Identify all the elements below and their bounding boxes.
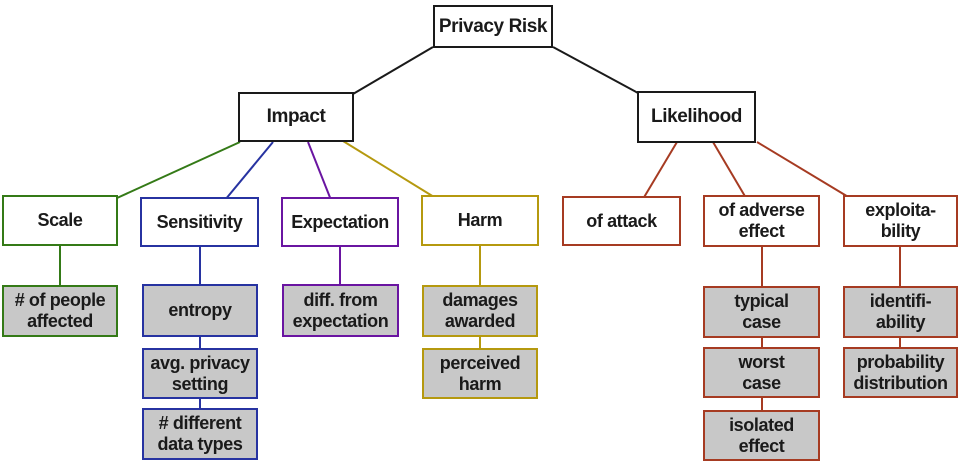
node-entropy: entropy bbox=[142, 284, 258, 337]
node-harm: Harm bbox=[421, 195, 539, 246]
node-of-attack: of attack bbox=[562, 196, 681, 246]
node-sensitivity: Sensitivity bbox=[140, 197, 259, 247]
node-of-adverse-effect: of adverse effect bbox=[703, 195, 820, 247]
node-exploitability: exploita- bility bbox=[843, 195, 958, 247]
node-diff-from-expectation: diff. from expectation bbox=[282, 284, 399, 337]
edge-likelihood-of-attack bbox=[642, 141, 678, 200]
node-typical-case: typical case bbox=[703, 286, 820, 338]
node-expectation: Expectation bbox=[281, 197, 399, 247]
node-avg-privacy-setting: avg. privacy setting bbox=[142, 348, 258, 399]
edge-root-likelihood bbox=[552, 46, 639, 94]
edge-impact-sensitivity bbox=[224, 141, 274, 201]
edge-likelihood-adverse bbox=[712, 141, 747, 199]
node-perceived-harm: perceived harm bbox=[422, 348, 538, 399]
node-number-different-data-types: # different data types bbox=[142, 408, 258, 460]
edge-impact-harm bbox=[342, 140, 435, 198]
node-identifiability: identifi- ability bbox=[843, 286, 958, 338]
edge-likelihood-exploitability bbox=[756, 141, 851, 199]
edge-root-impact bbox=[352, 46, 434, 95]
node-damages-awarded: damages awarded bbox=[422, 285, 538, 337]
node-privacy-risk: Privacy Risk bbox=[433, 5, 553, 48]
node-scale: Scale bbox=[2, 195, 118, 246]
edge-impact-scale bbox=[116, 141, 241, 199]
edge-impact-expectation bbox=[307, 141, 332, 201]
node-number-of-people-affected: # of people affected bbox=[2, 285, 118, 337]
node-likelihood: Likelihood bbox=[637, 91, 756, 143]
node-probability-distribution: probability distribution bbox=[843, 347, 958, 398]
node-impact: Impact bbox=[238, 92, 354, 142]
node-worst-case: worst case bbox=[703, 347, 820, 398]
node-isolated-effect: isolated effect bbox=[703, 410, 820, 461]
